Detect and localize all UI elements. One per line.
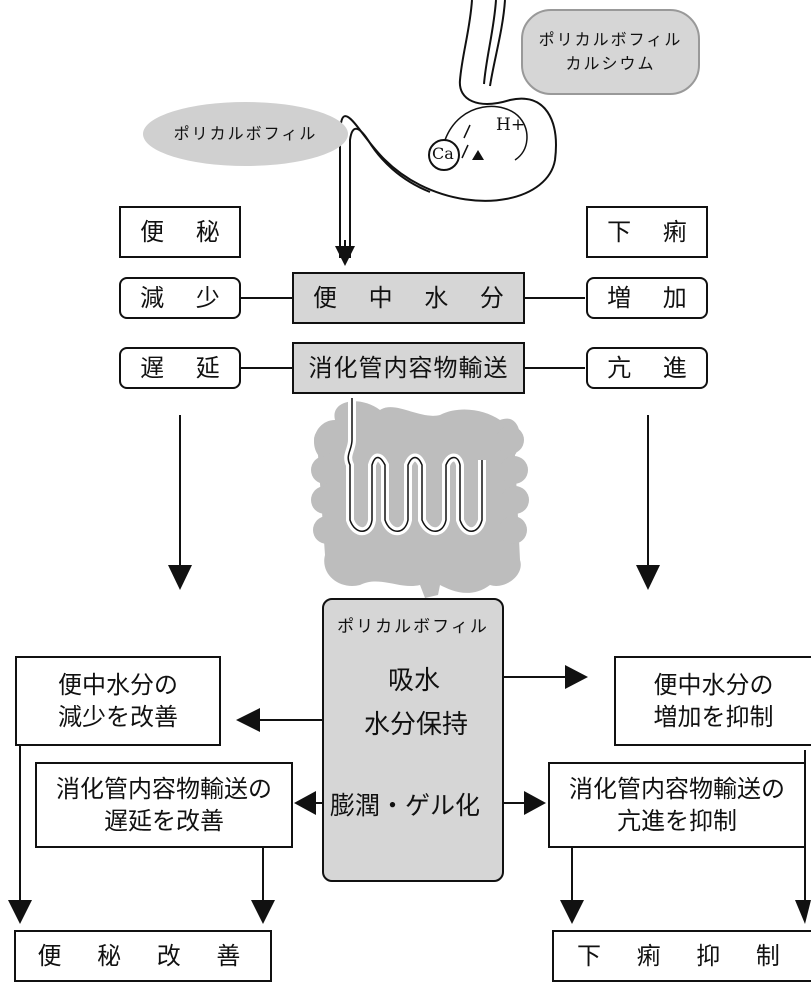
water-decrease-box: 減 少 — [119, 277, 241, 319]
effect-rm-2: 亢進を抑制 — [617, 807, 737, 835]
fecal-water-box: 便 中 水 分 — [292, 272, 525, 324]
result-arrow-2 — [251, 900, 275, 924]
effect-rm-1: 消化管内容物輸送の — [569, 774, 785, 803]
effect-lm-1: 消化管内容物輸送の — [56, 774, 272, 803]
row-connectors — [240, 297, 585, 369]
diarrhea-suppression-box: 下 痢 抑 制 — [552, 930, 811, 982]
improve-water-decrease-box: 便中水分の 減少を改善 — [15, 656, 221, 746]
transit-acceleration-box: 亢 進 — [586, 347, 708, 389]
pill-line-2: カルシウム — [565, 54, 656, 73]
suppress-water-increase-box: 便中水分の 増加を抑制 — [614, 656, 811, 746]
down-arrow-right-head — [636, 565, 660, 590]
effect-lt-1: 便中水分の — [58, 670, 178, 699]
ca-circle — [428, 139, 460, 171]
arrow-retain-head — [236, 708, 260, 732]
effect-lt-2: 減少を改善 — [58, 703, 178, 731]
polycarbophil-oval: ポリカルボフィル — [143, 102, 348, 166]
water-absorb-label: 吸水 — [388, 666, 441, 696]
oval-label: ポリカルボフィル — [173, 124, 318, 143]
stomach-illustration — [335, 0, 557, 266]
pill-line-1: ポリカルボフィル — [538, 30, 683, 49]
h-plus-label: H+ — [496, 115, 526, 135]
swell-gel-label: 膨潤・ゲル化 — [330, 791, 481, 820]
water-retain-label: 水分保持 — [364, 710, 469, 740]
effect-rt-1: 便中水分の — [653, 670, 774, 699]
gel-panel-title: ポリカルボフィル — [337, 617, 489, 637]
down-arrow-left-head — [168, 565, 192, 590]
result-arrow-1 — [8, 900, 32, 924]
constipation-improvement-box: 便 秘 改 善 — [14, 930, 272, 982]
result-arrow-4 — [795, 900, 811, 924]
improve-transit-delay-box: 消化管内容物輸送の 遅延を改善 — [35, 762, 293, 848]
down-arrows — [179, 415, 649, 565]
triangle-marker — [472, 150, 484, 160]
polycarbophil-calcium-pill: ポリカルボフィル カルシウム — [521, 9, 700, 95]
effect-lm-2: 遅延を改善 — [104, 807, 224, 835]
constipation-header: 便 秘 — [119, 206, 241, 258]
water-increase-box: 増 加 — [586, 277, 708, 319]
arrow-gel-left-head — [294, 791, 316, 815]
suppress-transit-acceleration-box: 消化管内容物輸送の 亢進を抑制 — [548, 762, 806, 848]
gi-transit-box: 消化管内容物輸送 — [292, 342, 525, 394]
result-arrow-3 — [560, 900, 584, 924]
effect-rt-2: 増加を抑制 — [653, 703, 774, 731]
polycarbophil-gel-panel: ポリカルボフィル 吸水 水分保持 膨潤・ゲル化 — [322, 598, 504, 882]
transit-delay-box: 遅 延 — [119, 347, 241, 389]
arrow-absorb-head — [565, 665, 588, 689]
intestine-illustration — [311, 398, 529, 598]
arrow-gel-right-head — [524, 791, 546, 815]
ca-label: Ca — [432, 144, 454, 163]
diarrhea-header: 下 痢 — [586, 206, 708, 258]
